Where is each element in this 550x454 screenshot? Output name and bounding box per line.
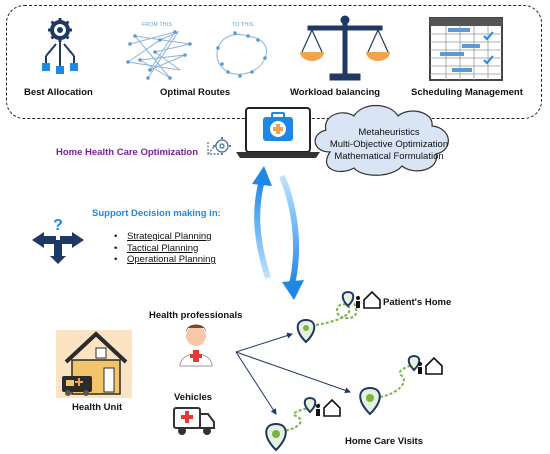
optimal-routes-label: Optimal Routes: [160, 87, 231, 98]
decision-title: Support Decision making in:: [92, 208, 221, 219]
route-from-label: FROM THIS: [142, 22, 173, 28]
cloud-line-metaheuristics: Metaheuristics: [358, 127, 420, 138]
cloud-line-multi-objective: Multi-Objective Optimization: [329, 139, 449, 150]
workload-balancing-label: Workload balancing: [290, 87, 381, 98]
planning-list: Strategical Planning Tactical Planning O…: [114, 231, 216, 266]
hhc-optimization-title: Home Health Care Optimization: [56, 147, 198, 158]
route-to-label: TO THIS: [232, 22, 254, 28]
home-care-visits-label: Home Care Visits: [345, 436, 423, 447]
vehicles-label: Vehicles: [174, 392, 213, 403]
planning-item-tactical: Tactical Planning: [114, 243, 216, 255]
planning-item-operational: Operational Planning: [114, 254, 216, 266]
svg-text:?: ?: [53, 217, 63, 234]
cloud-methods: Metaheuristics Multi-Objective Optimizat…: [321, 127, 457, 163]
patients-home-label: Patient's Home: [383, 297, 452, 308]
health-professionals-label: Health professionals: [149, 310, 243, 321]
planning-item-strategical: Strategical Planning: [114, 231, 216, 243]
best-allocation-label: Best Allocation: [24, 87, 93, 98]
scheduling-management-label: Scheduling Management: [411, 87, 523, 98]
health-unit-label: Health Unit: [72, 402, 123, 413]
cloud-line-mathematical: Mathematical Formulation: [334, 151, 444, 162]
